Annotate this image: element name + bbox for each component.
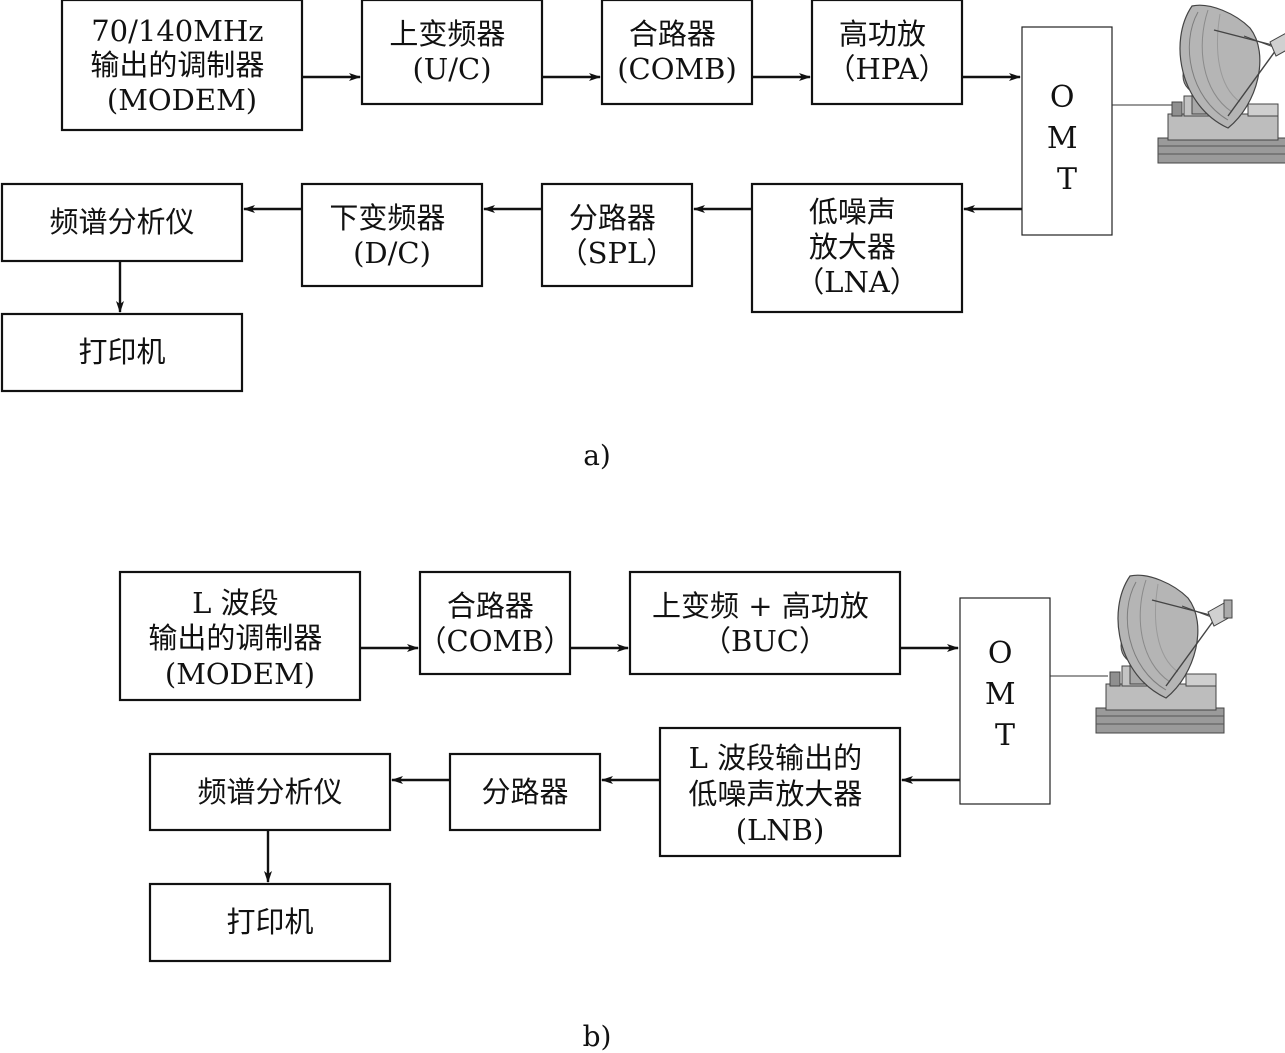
printer-label-a: 打印机 xyxy=(78,335,165,369)
downconverter-label-a: 下变频器 (D/C) xyxy=(329,201,454,270)
omt-box-b xyxy=(959,597,1051,805)
caption-a: a) xyxy=(583,439,611,472)
caption-b: b) xyxy=(583,1020,612,1053)
upconverter-box-a xyxy=(360,0,544,106)
modem-label-a: 70/140MHz 输出的调制器 (MODEM) xyxy=(90,14,273,117)
printer-box-b xyxy=(148,882,392,963)
omt-label-a: O M T xyxy=(1047,80,1087,197)
downconverter-box-a xyxy=(300,182,484,288)
spectrum-analyzer-label-b: 频谱分析仪 xyxy=(197,775,342,809)
diagram-a: 70/140MHz 输出的调制器 (MODEM) 上变频器 (U/C) 合路器 … xyxy=(0,0,1285,472)
splitter-box-b xyxy=(448,752,602,832)
combiner-label-b: 合路器 （COMB） xyxy=(418,589,573,658)
splitter-label-a: 分路器 （SPL） xyxy=(559,201,676,270)
omt-box-a xyxy=(1021,26,1113,236)
lna-box-a xyxy=(750,182,964,314)
upconverter-label-a: 上变频器 (U/C) xyxy=(389,17,514,86)
lna-label-a: 低噪声 放大器 （LNA） xyxy=(795,195,919,299)
modem-box-a xyxy=(60,0,304,132)
buc-label-b: 上变频 + 高功放 （BUC） xyxy=(652,589,878,658)
diagram-b: L 波段 输出的调制器 (MODEM) 合路器 （COMB） 上变频 + 高功放… xyxy=(118,570,1233,1053)
printer-box-a xyxy=(0,312,244,393)
modem-box-b xyxy=(118,570,362,702)
spectrum-analyzer-label-a: 频谱分析仪 xyxy=(49,205,194,239)
printer-label-b: 打印机 xyxy=(226,905,313,939)
lnb-label-b: L 波段输出的 低噪声放大器 (LNB) xyxy=(688,741,871,847)
spectrum-analyzer-box-a xyxy=(0,182,244,263)
combiner-box-a xyxy=(600,0,754,106)
buc-box-b xyxy=(628,570,902,676)
hpa-box-a xyxy=(810,0,964,106)
lnb-box-b xyxy=(658,726,902,858)
splitter-label-b: 分路器 xyxy=(481,775,568,809)
combiner-label-a: 合路器 (COMB) xyxy=(617,17,737,86)
satellite-dish-icon xyxy=(1157,4,1285,164)
splitter-box-a xyxy=(540,182,694,288)
omt-label-b: O M T xyxy=(985,636,1025,753)
hpa-label-a: 高功放 （HPA） xyxy=(826,17,947,86)
satellite-dish-icon xyxy=(1095,574,1233,734)
combiner-box-b xyxy=(418,570,572,676)
spectrum-analyzer-box-b xyxy=(148,752,392,832)
modem-label-b: L 波段 输出的调制器 (MODEM) xyxy=(148,586,331,691)
